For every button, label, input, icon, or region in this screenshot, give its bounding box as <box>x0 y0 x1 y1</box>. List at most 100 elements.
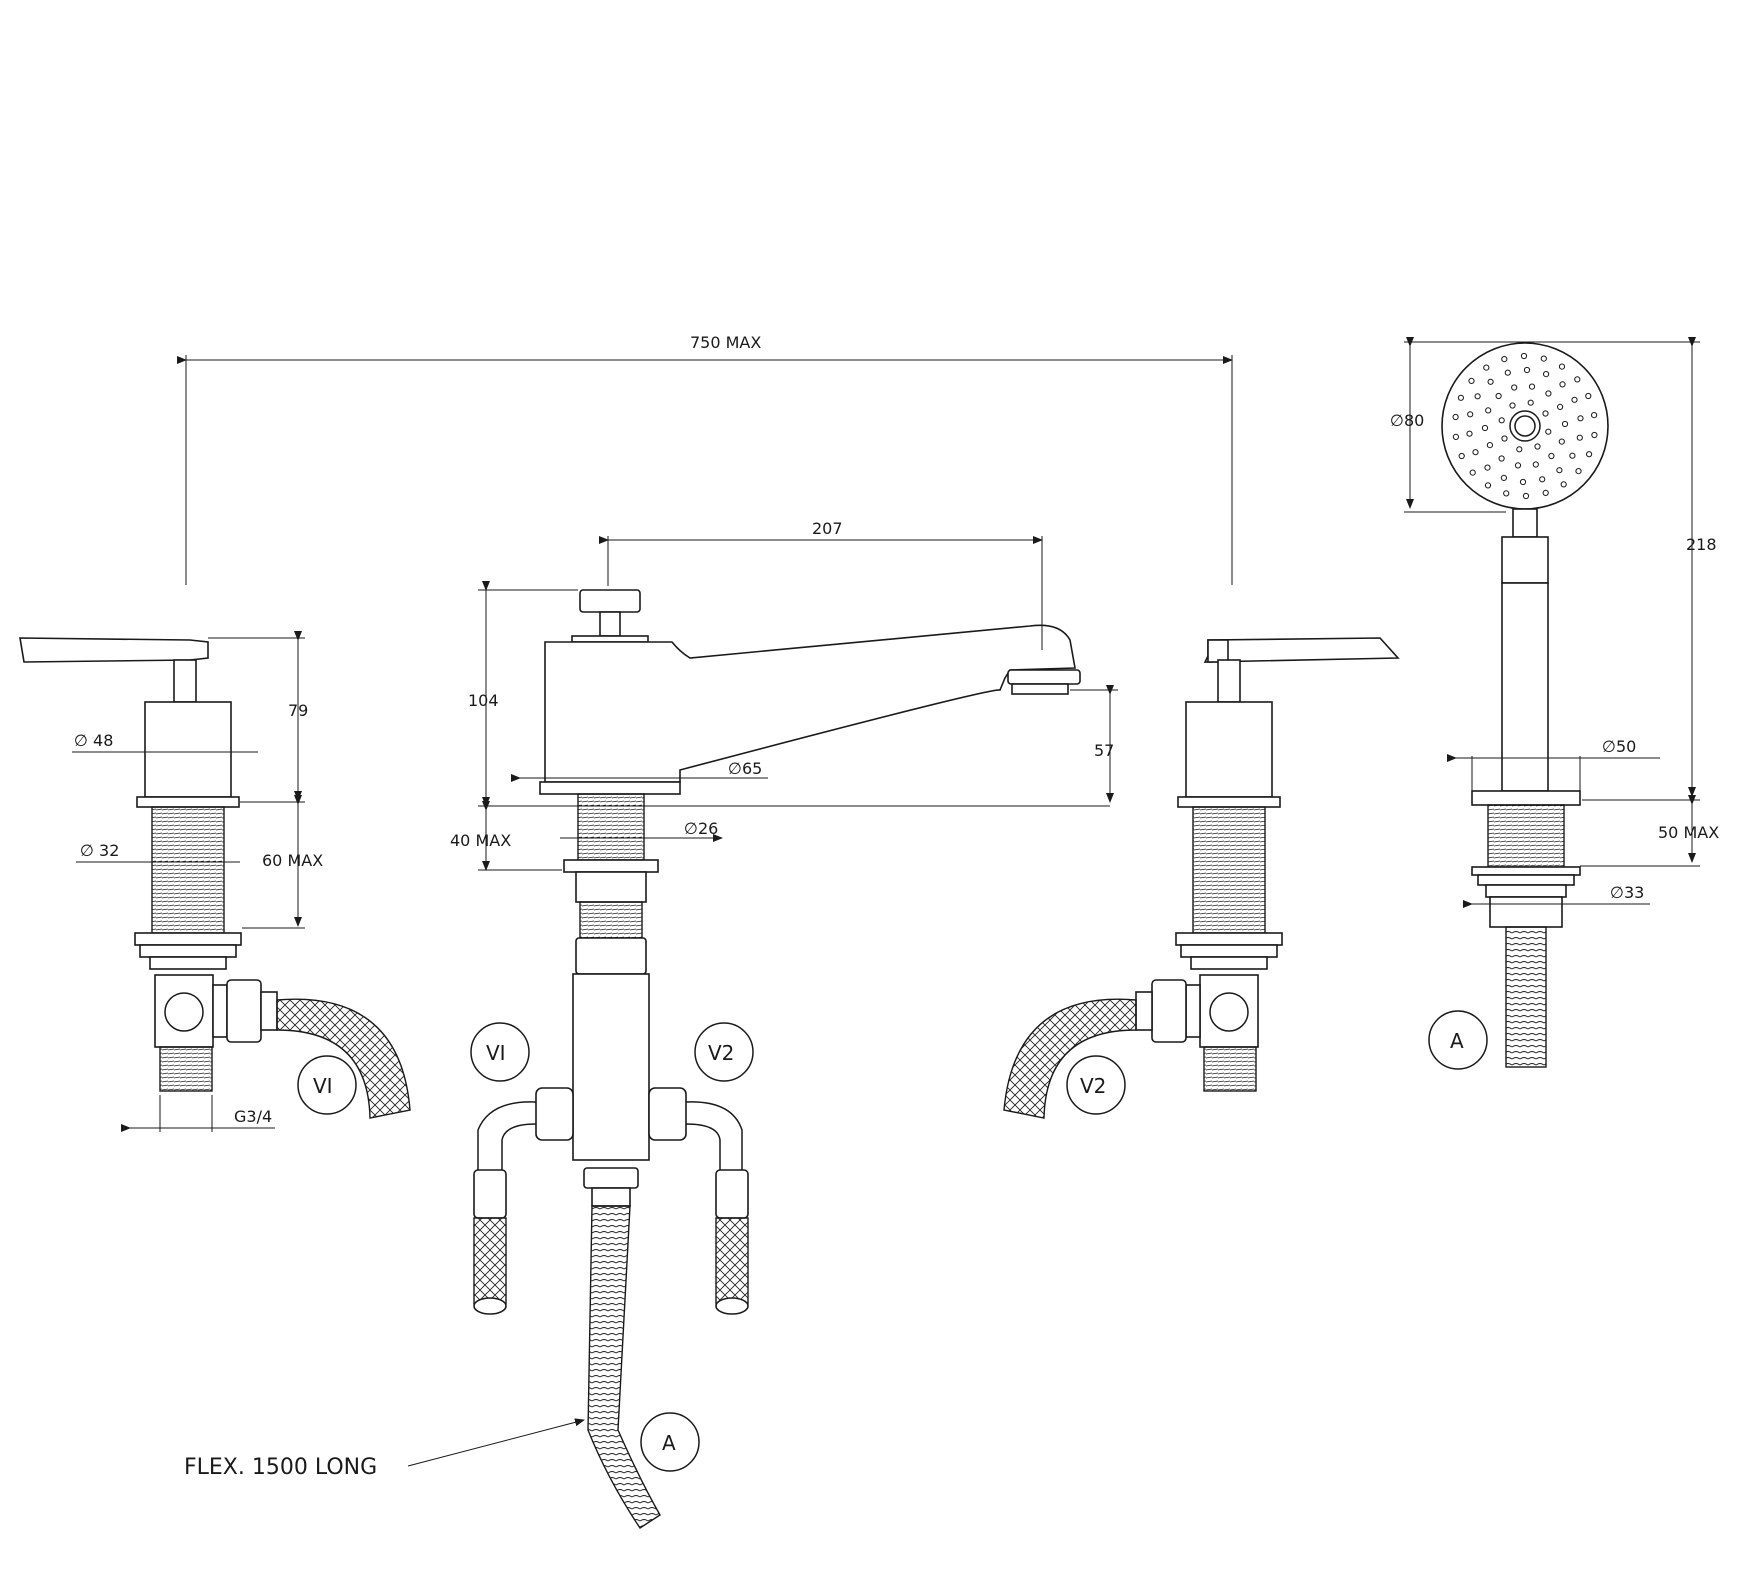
valve-body-dia-label: 48 <box>93 731 113 750</box>
nozzle <box>1574 376 1581 383</box>
nozzle <box>1452 433 1460 440</box>
nozzle <box>1509 402 1516 409</box>
nozzle <box>1591 431 1598 439</box>
nozzle-pattern <box>1452 352 1598 500</box>
left-valve <box>19 637 411 1119</box>
handshower <box>1441 342 1609 1068</box>
callout-v1-text: VI <box>313 1074 333 1098</box>
diameter-symbol: ∅ <box>684 819 698 838</box>
nozzle <box>1495 392 1502 400</box>
nozzle <box>1575 468 1582 475</box>
callout-v1-text: VI <box>486 1041 506 1065</box>
nozzle <box>1523 366 1531 374</box>
nozzle <box>1561 420 1569 428</box>
valve-height-label: 79 <box>288 701 308 720</box>
nozzle <box>1486 442 1494 449</box>
nozzle <box>1511 384 1518 391</box>
nozzle <box>1474 393 1481 400</box>
nozzle <box>1543 371 1550 378</box>
nozzle <box>1500 474 1508 481</box>
handshower-shank-dia-label: 33 <box>1624 883 1644 902</box>
callout-a-centre: A <box>640 1412 700 1472</box>
right-valve <box>1003 637 1400 1119</box>
spout <box>473 589 1081 1529</box>
nozzle <box>1498 417 1505 424</box>
nozzle <box>1577 415 1584 422</box>
nozzle <box>1586 451 1593 458</box>
spout-shank-dia-label: 26 <box>698 819 718 838</box>
nozzle <box>1585 392 1592 400</box>
nozzle <box>1516 446 1523 453</box>
flex-note-text: FLEX. 1500 LONG <box>184 1455 377 1480</box>
overall-width-label: 750 MAX <box>690 333 761 352</box>
nozzle <box>1591 412 1598 419</box>
nozzle <box>1559 381 1566 388</box>
nozzle <box>1542 489 1549 496</box>
nozzle <box>1483 364 1490 371</box>
valve-deck-max-label: 60 MAX <box>262 851 323 870</box>
handshower-head-dia-label: 80 <box>1404 411 1424 430</box>
nozzle <box>1539 476 1546 483</box>
diameter-symbol: ∅ <box>74 731 88 750</box>
diameter-symbol: ∅ <box>728 759 742 778</box>
nozzle <box>1557 403 1564 410</box>
nozzle <box>1540 355 1547 362</box>
nozzle <box>1472 449 1479 456</box>
handshower-dimensions: ∅80 218 50 MAX ∅50 ∅33 <box>1390 337 1719 908</box>
nozzle <box>1469 469 1476 476</box>
nozzle <box>1569 452 1576 459</box>
valve-shank-dia-label: 32 <box>99 841 119 860</box>
nozzle <box>1556 467 1563 474</box>
nozzle <box>1558 438 1565 445</box>
svg-text:∅50: ∅50 <box>1602 737 1636 756</box>
nozzle <box>1576 434 1583 441</box>
nozzle <box>1466 430 1473 437</box>
callout-a-text: A <box>662 1431 676 1455</box>
nozzle <box>1548 452 1555 460</box>
nozzle <box>1542 410 1549 417</box>
nozzle <box>1457 394 1465 401</box>
nozzle <box>1501 356 1508 363</box>
valve-thread-label: G3/4 <box>234 1107 272 1126</box>
spout-reach-label: 207 <box>812 519 843 538</box>
callout-v1-centre: VI <box>470 1022 530 1082</box>
callout-v2-text: V2 <box>708 1041 734 1065</box>
callout-v1-left: VI <box>297 1055 357 1115</box>
diameter-symbol: ∅ <box>80 841 94 860</box>
outlet-height-label: 57 <box>1094 741 1114 760</box>
svg-text:∅ 48: ∅ 48 <box>74 731 113 750</box>
nozzle <box>1452 413 1459 421</box>
diameter-symbol: ∅ <box>1390 411 1404 430</box>
spout-height-label: 104 <box>468 691 499 710</box>
callout-v2-centre: V2 <box>694 1022 754 1082</box>
spout-dimensions: 207 104 40 MAX 57 ∅65 ∅26 <box>450 519 1118 871</box>
nozzle <box>1545 390 1552 397</box>
nozzle <box>1519 478 1527 486</box>
flex-note: FLEX. 1500 LONG <box>184 1418 585 1480</box>
nozzle <box>1458 452 1465 460</box>
nozzle <box>1560 481 1567 488</box>
diameter-symbol: ∅ <box>1602 737 1616 756</box>
nozzle <box>1534 443 1541 450</box>
handshower-deck-max-label: 50 MAX <box>1658 823 1719 842</box>
nozzle <box>1484 482 1492 489</box>
left-valve-dimensions: 79 60 MAX ∅ 48 ∅ 32 G3/4 <box>72 631 323 1132</box>
nozzle <box>1545 428 1552 435</box>
nozzle <box>1498 455 1505 462</box>
nozzle <box>1484 464 1491 471</box>
nozzle <box>1571 396 1578 403</box>
svg-text:∅80: ∅80 <box>1390 411 1424 430</box>
overall-width-dimension: 750 MAX <box>177 333 1233 585</box>
diameter-symbol: ∅ <box>1610 883 1624 902</box>
svg-text:∅ 32: ∅ 32 <box>80 841 119 860</box>
svg-text:∅26: ∅26 <box>684 819 718 838</box>
nozzle <box>1485 407 1492 414</box>
nozzle <box>1487 378 1494 385</box>
nozzle <box>1522 492 1530 500</box>
handshower-base-dia-label: 50 <box>1616 737 1636 756</box>
callout-v2-text: V2 <box>1080 1074 1106 1098</box>
callout-a-text: A <box>1450 1029 1464 1053</box>
nozzle <box>1504 369 1511 376</box>
nozzle <box>1514 462 1522 469</box>
